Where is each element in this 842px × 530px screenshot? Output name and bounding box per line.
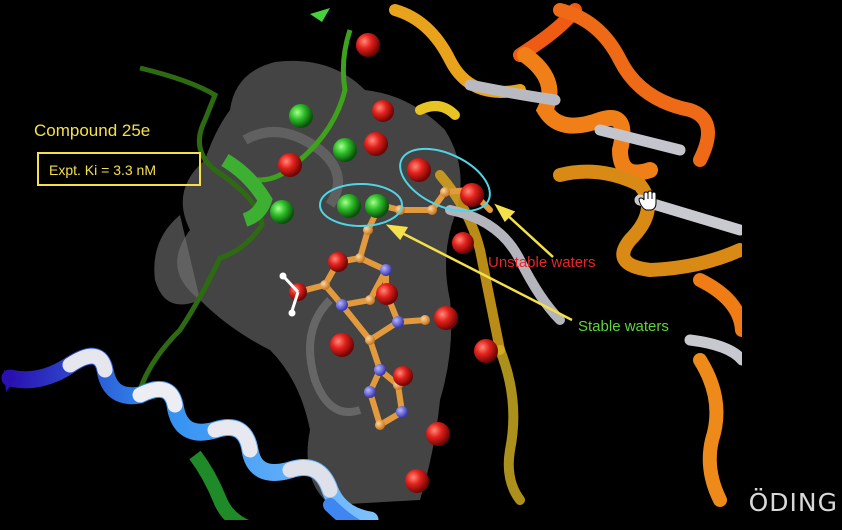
ki-value-box: Expt. Ki = 3.3 nM: [37, 152, 201, 186]
orange-helices: [389, 3, 749, 507]
watermark-logo: ÖDING: [748, 488, 838, 517]
ligand-atoms: [279, 187, 450, 430]
hand-cursor-icon: [638, 190, 657, 211]
unstable-water-molecules: [278, 33, 498, 493]
blue-helix: [1, 347, 379, 530]
unstable-waters-label: Unstable waters: [488, 254, 596, 271]
stable-water-molecules: [270, 104, 389, 224]
compound-title: Compound 25e: [34, 121, 151, 140]
ki-value-text: Expt. Ki = 3.3 nM: [49, 162, 156, 178]
highlight-ellipses: [319, 147, 491, 227]
annotation-arrows: [385, 203, 573, 322]
stable-waters-label: Stable waters: [578, 318, 669, 335]
